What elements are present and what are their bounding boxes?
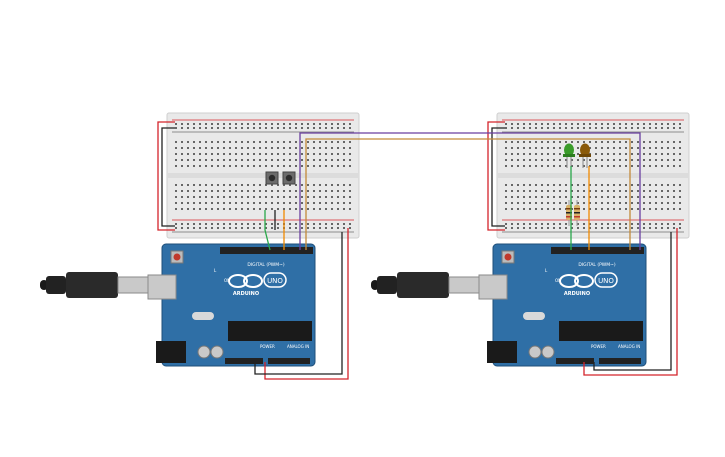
usb-cable-right[interactable] (371, 272, 480, 298)
push-button-1[interactable] (265, 171, 279, 185)
on-label: ON (555, 278, 561, 283)
breadboard-right[interactable] (496, 112, 690, 239)
digital-label: DIGITAL (PWM~) (578, 262, 616, 268)
l-label: L (545, 268, 548, 273)
breadboard-holes (505, 123, 681, 229)
led-amber[interactable] (579, 143, 591, 169)
analog-label: ANALOG IN (287, 344, 309, 349)
digital-label: DIGITAL (PWM~) (247, 262, 285, 268)
wire-red (583, 228, 678, 376)
l-label: L (214, 268, 217, 273)
arduino-uno-right[interactable]: DIGITAL (PWM~) UNO ARDUINO ON L POWER AN… (478, 243, 647, 367)
wires[interactable] (157, 121, 678, 380)
wire-orange (305, 138, 631, 250)
push-button-2[interactable] (282, 171, 296, 185)
uno-logo: UNO (267, 277, 283, 285)
analog-label: ANALOG IN (618, 344, 640, 349)
arduino-uno-left[interactable]: DIGITAL (PWM~) UNO ARDUINO ON L POWER AN… (147, 243, 316, 367)
on-label: ON (224, 278, 230, 283)
arduino-brand: ARDUINO (564, 291, 590, 297)
breadboard-left[interactable] (166, 112, 360, 239)
wire-black (593, 232, 672, 371)
wire-green (264, 210, 271, 251)
uno-logo: UNO (598, 277, 614, 285)
arduino-brand: ARDUINO (233, 291, 259, 297)
wire-red (487, 121, 505, 231)
wire-red (264, 228, 349, 380)
wire-black (254, 232, 343, 375)
power-label: POWER (260, 344, 275, 349)
wire-black (161, 127, 175, 227)
power-label: POWER (591, 344, 606, 349)
wire-purple (299, 132, 641, 250)
usb-cable-left[interactable] (40, 272, 149, 298)
resistor-2[interactable] (574, 200, 580, 226)
breadboard-holes (175, 123, 351, 229)
wire-red (157, 121, 175, 231)
wire-black (491, 127, 505, 227)
